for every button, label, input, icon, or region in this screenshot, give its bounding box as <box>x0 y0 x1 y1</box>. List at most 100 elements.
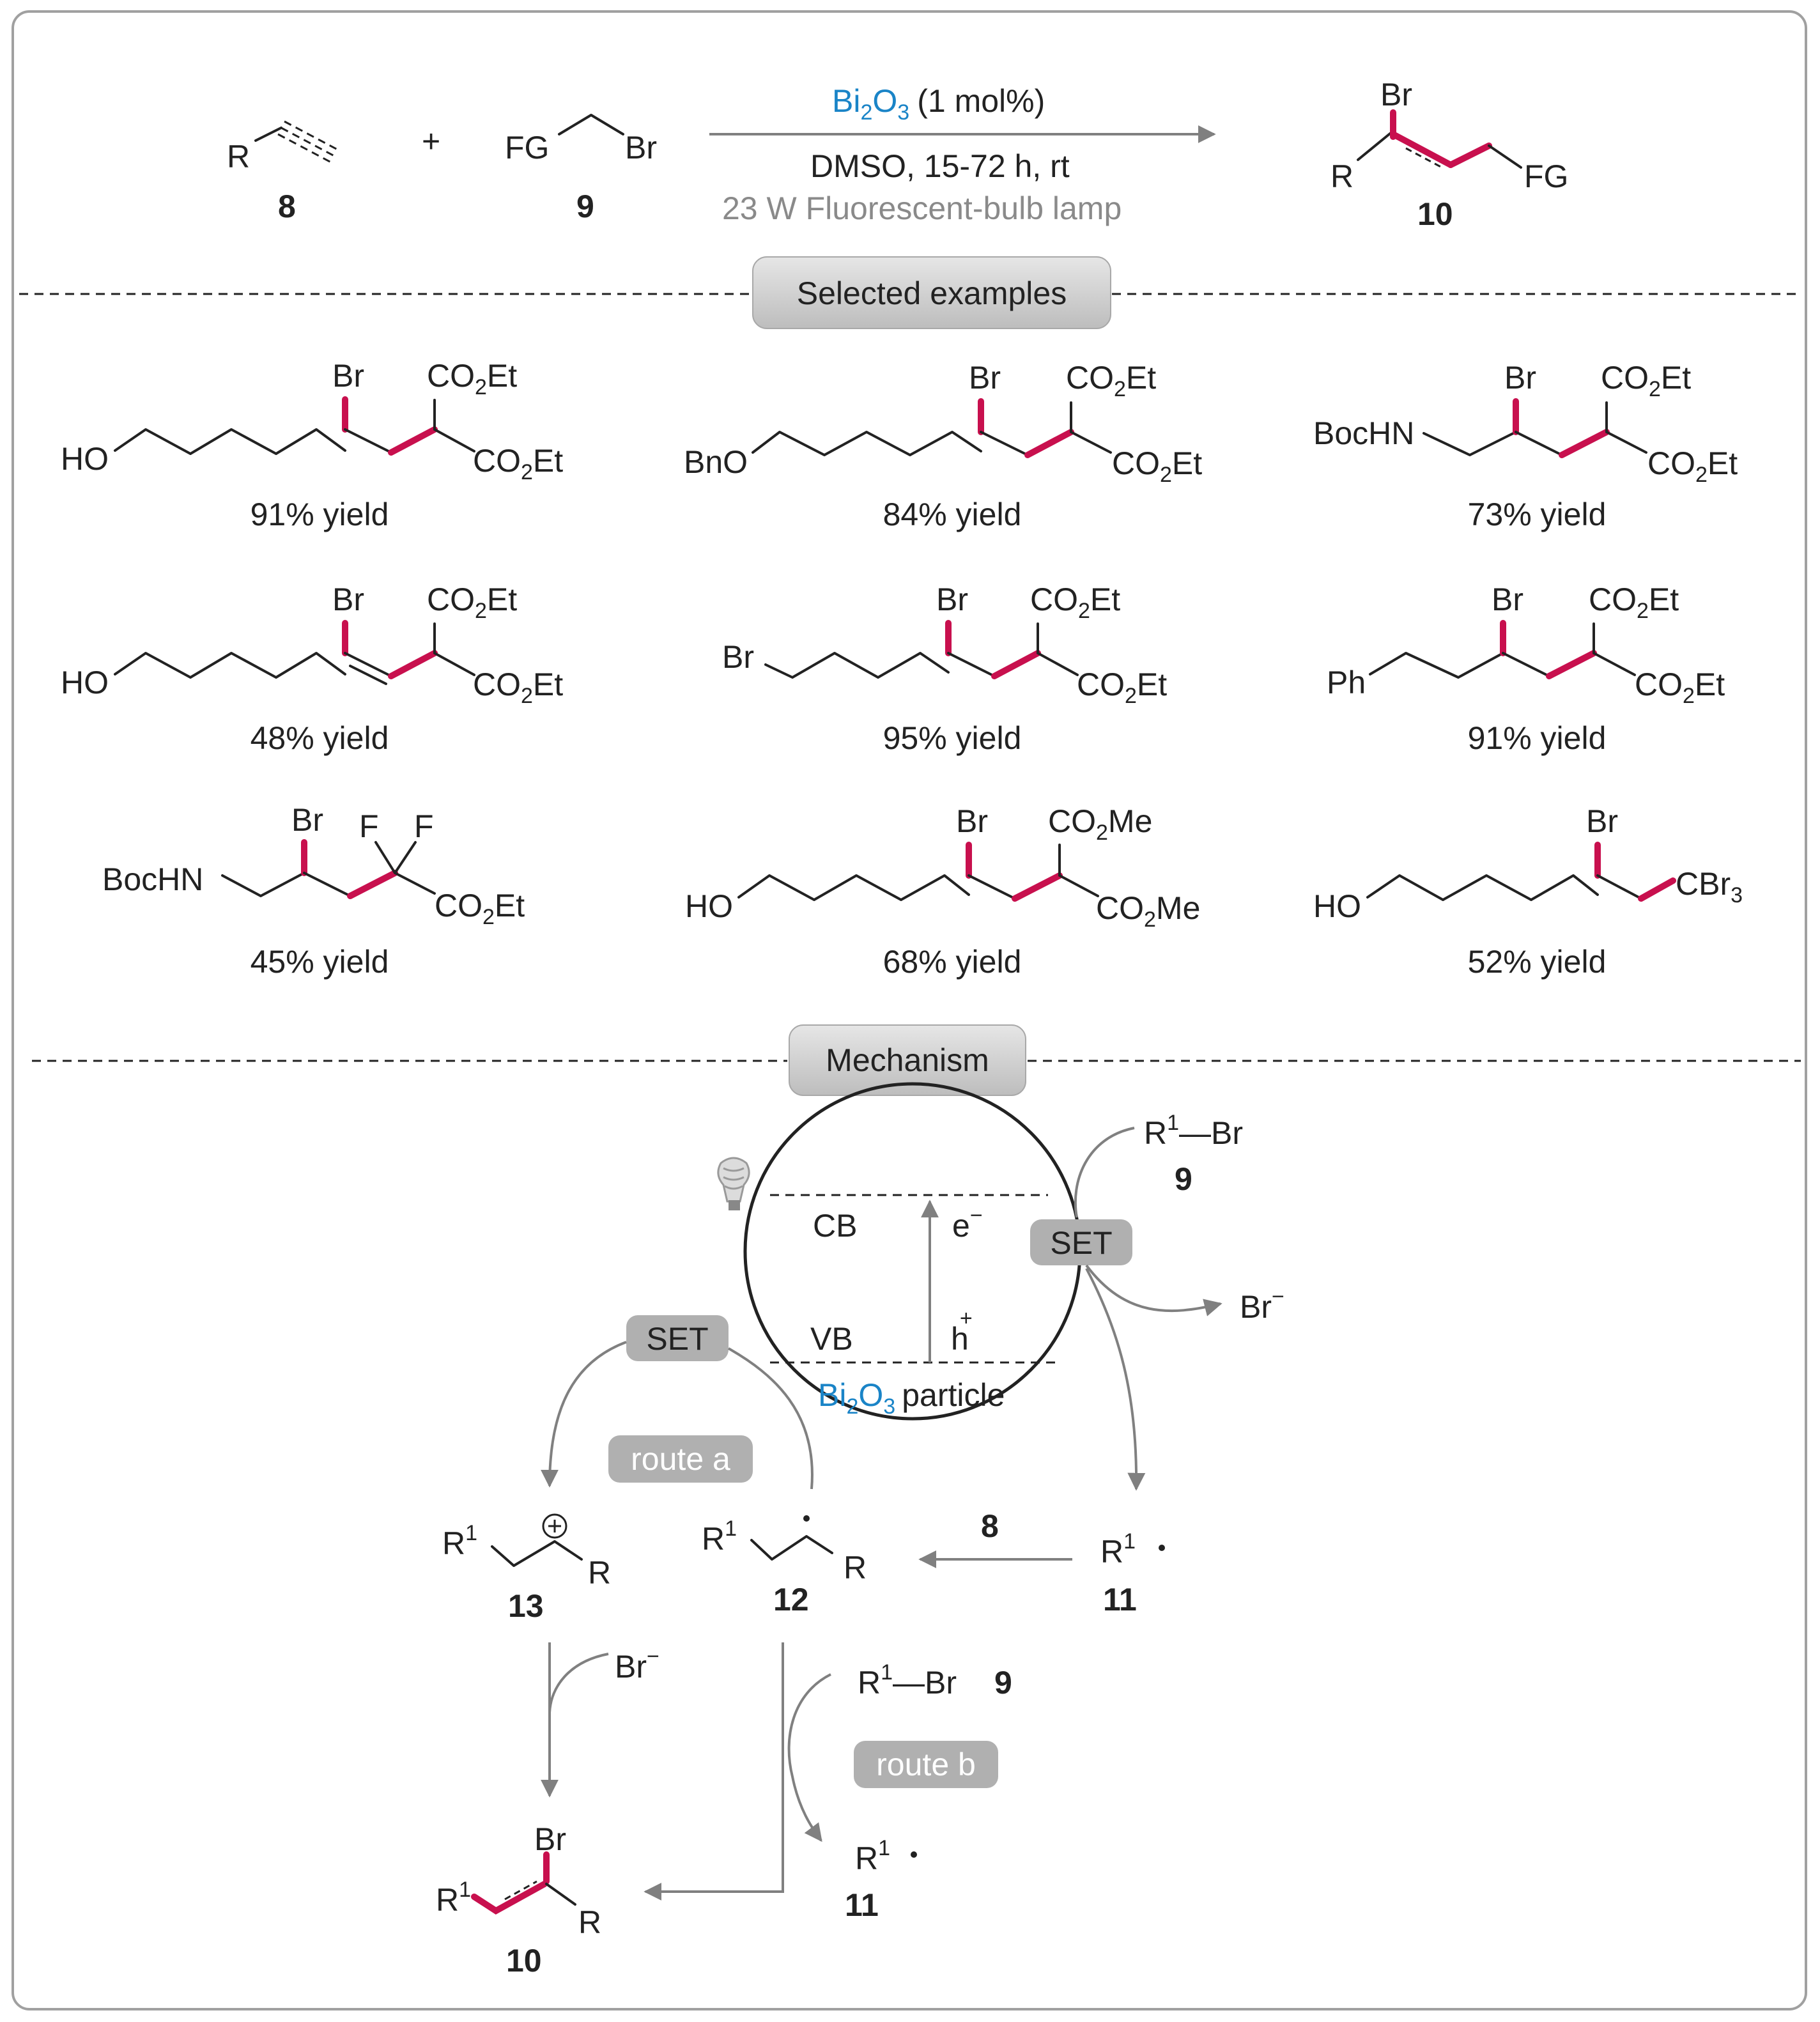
example-3: BocHN Br CO2Et CO2Et 73% yield <box>1313 360 1738 532</box>
example-8: HO Br CO2Me CO2Me 68% yield <box>685 803 1200 980</box>
svg-text:CO2Et: CO2Et <box>473 443 563 484</box>
svg-text:CO2Et: CO2Et <box>435 888 525 929</box>
svg-text:Selected examples: Selected examples <box>797 275 1067 311</box>
reaction-arrow-conditions: Bi2O3(1 mol%) DMSO, 15-72 h, rt 23 W Flu… <box>709 83 1216 226</box>
cation-13: R1 R 13 <box>442 1513 611 1624</box>
svg-text:Br: Br <box>534 1821 566 1857</box>
svg-text:F: F <box>359 808 379 844</box>
conditions-text: DMSO, 15-72 h, rt <box>810 148 1070 184</box>
reactant-9-alkyl-bromide: FG Br 9 <box>505 114 657 224</box>
route-b-pill: route b <box>854 1741 998 1788</box>
arrow-12-to-10 <box>644 1642 784 1901</box>
svg-text:Br: Br <box>1586 803 1618 839</box>
example-7: BocHN Br F F CO2Et 45% yield <box>102 802 525 980</box>
svg-text:11: 11 <box>1103 1582 1137 1617</box>
arrow-12-to-set <box>728 1347 814 1490</box>
svg-text:route a: route a <box>631 1441 730 1477</box>
svg-text:FG: FG <box>1524 158 1568 194</box>
example-5-yield: 95% yield <box>883 720 1022 756</box>
svg-text:Br: Br <box>291 802 323 838</box>
svg-text:HO: HO <box>61 441 109 477</box>
svg-text:Ph: Ph <box>1327 665 1366 700</box>
svg-text:R: R <box>1330 158 1353 194</box>
svg-text:Br: Br <box>722 639 754 675</box>
svg-text:R1: R1 <box>436 1878 471 1918</box>
mechanism-pill: Mechanism <box>789 1024 1026 1096</box>
svg-text:F: F <box>414 808 434 844</box>
svg-text:R1—Br: R1—Br <box>858 1660 957 1701</box>
svg-text:R1: R1 <box>1100 1529 1136 1570</box>
svg-text:R1: R1 <box>442 1521 477 1561</box>
svg-text:13: 13 <box>508 1588 544 1624</box>
reactant-8-alkyne: R 8 <box>227 120 339 224</box>
example-4: HO Br CO2Et CO2Et 48% yield <box>61 582 563 756</box>
label-10: 10 <box>1417 196 1453 232</box>
svg-text:9: 9 <box>994 1665 1012 1701</box>
svg-text:HO: HO <box>685 888 733 924</box>
electron-label: e− <box>952 1203 983 1244</box>
svg-text:CO2Et: CO2Et <box>427 582 517 623</box>
svg-text:HO: HO <box>1313 888 1361 924</box>
radical-11-bottom: R1 11 <box>845 1836 917 1923</box>
svg-text:10: 10 <box>506 1943 542 1979</box>
svg-text:CO2Me: CO2Me <box>1048 803 1152 845</box>
example-7-yield: 45% yield <box>251 944 389 980</box>
product-10-mechanism: Br R1 R 10 <box>436 1821 601 1979</box>
svg-text:CBr3: CBr3 <box>1676 866 1743 907</box>
svg-text:Bi2O3(1 mol%): Bi2O3(1 mol%) <box>832 83 1045 125</box>
label-8: 8 <box>278 189 296 224</box>
svg-text:CO2Et: CO2Et <box>1647 445 1738 487</box>
label-9: 9 <box>576 189 594 224</box>
arrow-route-b <box>787 1673 831 1842</box>
example-3-yield: 73% yield <box>1468 497 1607 532</box>
arrow-bromide-in <box>548 1653 609 1713</box>
example-1-yield: 91% yield <box>251 497 389 532</box>
selected-examples-pill: Selected examples <box>752 256 1111 329</box>
svg-text:12: 12 <box>773 1582 809 1617</box>
svg-text:CO2Et: CO2Et <box>473 667 563 708</box>
svg-text:CO2Et: CO2Et <box>1077 667 1167 708</box>
svg-text:11: 11 <box>845 1887 879 1923</box>
plus-sign: + <box>422 123 440 159</box>
example-8-yield: 68% yield <box>883 944 1022 980</box>
svg-text:BocHN: BocHN <box>102 861 203 897</box>
svg-text:route b: route b <box>876 1747 976 1782</box>
svg-text:R1: R1 <box>855 1836 890 1876</box>
svg-text:Br: Br <box>1504 360 1536 396</box>
bromide-top: Br− <box>1240 1285 1284 1325</box>
svg-text:9: 9 <box>1175 1161 1192 1197</box>
svg-text:Br: Br <box>1380 77 1412 112</box>
svg-text:Mechanism: Mechanism <box>826 1042 989 1078</box>
svg-text:SET: SET <box>646 1321 708 1357</box>
cb-label: CB <box>813 1208 857 1244</box>
svg-text:Br: Br <box>969 360 1001 396</box>
product-10: Br R FG 10 <box>1330 77 1568 232</box>
arrow-r1br-in <box>1074 1127 1135 1218</box>
svg-text:CO2Me: CO2Me <box>1096 890 1200 932</box>
svg-text:R: R <box>578 1904 601 1940</box>
svg-text:FG: FG <box>505 130 549 166</box>
example-2: BnO Br CO2Et CO2Et 84% yield <box>684 360 1202 532</box>
svg-text:Br: Br <box>332 582 364 617</box>
svg-text:BocHN: BocHN <box>1313 415 1414 451</box>
example-6-yield: 91% yield <box>1468 720 1607 756</box>
svg-text:R1: R1 <box>702 1516 737 1557</box>
example-9-yield: 52% yield <box>1468 944 1607 980</box>
r1-br-9-top: R1—Br 9 <box>1144 1111 1243 1197</box>
svg-text:R: R <box>844 1550 867 1586</box>
arrow-label-8: 8 <box>981 1508 999 1544</box>
svg-text:Br: Br <box>956 803 988 839</box>
light-source-text: 23 W Fluorescent-bulb lamp <box>722 190 1122 226</box>
r1-br-9-bottom: R1—Br 9 <box>858 1660 1012 1701</box>
svg-text:CO2Et: CO2Et <box>1601 360 1691 401</box>
hole-label: h+ <box>951 1306 973 1357</box>
svg-text:CO2Et: CO2Et <box>1030 582 1120 623</box>
vinyl-radical-12: R1 R 12 <box>702 1515 867 1617</box>
svg-text:CO2Et: CO2Et <box>427 358 517 399</box>
example-2-yield: 84% yield <box>883 497 1022 532</box>
svg-text:CO2Et: CO2Et <box>1589 582 1679 623</box>
figure-frame <box>12 10 1807 2010</box>
